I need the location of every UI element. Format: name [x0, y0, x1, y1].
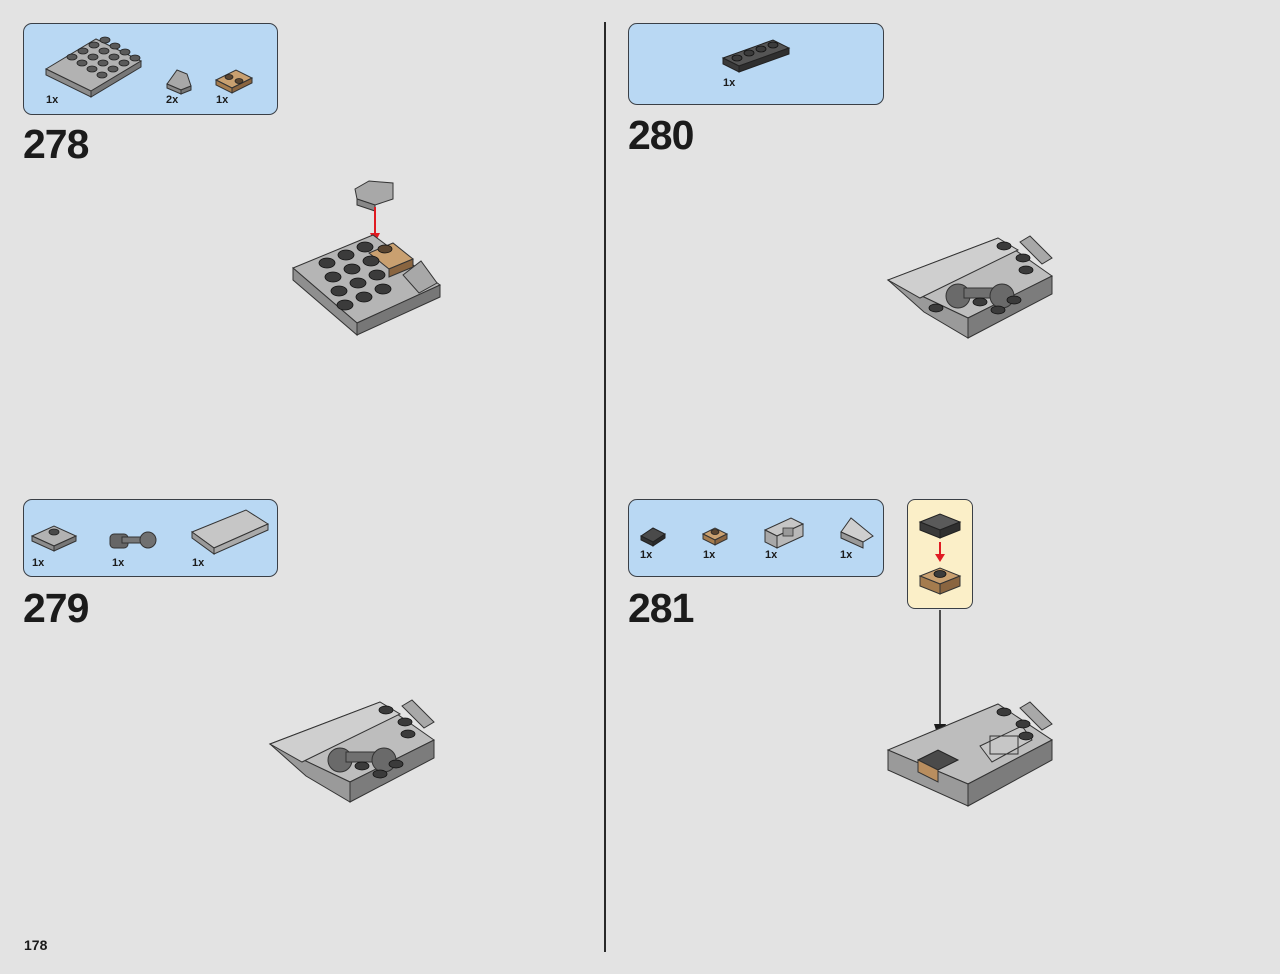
step-number-281: 281: [628, 585, 694, 631]
plate-icon: [30, 525, 78, 552]
part-qty: 1x: [640, 549, 653, 561]
parts-list-280: 1x: [628, 23, 884, 105]
page-number: 178: [24, 937, 48, 953]
assembly-illustration-278: [292, 180, 441, 337]
parts-list-279: 1x 1x 1x: [23, 499, 278, 577]
plate-icon: [721, 39, 791, 73]
tan-plate-icon: [701, 527, 729, 546]
part-qty: 1x: [32, 557, 45, 569]
parts-illustrations-280: [721, 39, 791, 73]
parts-list-281: 1x 1x 1x 1x: [628, 499, 884, 577]
curved-slope-icon: [190, 509, 270, 555]
sub-assembly-callout: [907, 499, 973, 609]
step-number-278: 278: [23, 121, 89, 167]
tile-icon: [640, 527, 666, 547]
part-qty: 1x: [723, 77, 736, 89]
part-qty: 1x: [46, 94, 59, 106]
assembly-illustration-280: [886, 235, 1053, 339]
parts-illustrations-281: [640, 517, 874, 549]
assembly-illustration-279: [268, 699, 435, 803]
part-qty: 2x: [166, 94, 179, 106]
parts-illustrations-279: [30, 509, 270, 555]
plate-icon: [44, 36, 143, 98]
bar-icon: [109, 531, 157, 549]
parts-list-278: 1x 2x 1x: [23, 23, 278, 115]
part-qty: 1x: [112, 557, 125, 569]
page-divider: [604, 22, 606, 952]
part-qty: 1x: [840, 549, 853, 561]
step-number-279: 279: [23, 585, 89, 631]
step-number-280: 280: [628, 112, 694, 158]
part-qty: 1x: [216, 94, 229, 106]
part-qty: 1x: [703, 549, 716, 561]
slope-icon: [166, 69, 192, 95]
parts-illustrations-278: [44, 36, 254, 98]
part-qty: 1x: [192, 557, 205, 569]
tan-plate-icon: [214, 69, 254, 94]
assembly-illustration-281: [886, 610, 1053, 807]
bracket-icon: [763, 517, 805, 549]
part-qty: 1x: [765, 549, 778, 561]
slope-icon: [840, 517, 874, 549]
sub-assembly-illustration: [918, 513, 962, 595]
